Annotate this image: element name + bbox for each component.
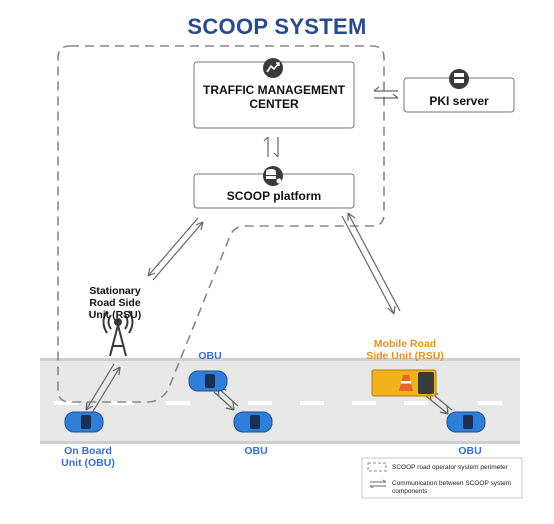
platform-label: SCOOP platform bbox=[226, 189, 322, 203]
system-perimeter bbox=[57, 45, 385, 403]
car-icon bbox=[188, 370, 228, 392]
on-board-unit-label: On Board Unit (OBU) bbox=[61, 445, 115, 470]
legend bbox=[361, 457, 523, 499]
pki-label: PKI server bbox=[429, 94, 489, 108]
database-icon bbox=[263, 166, 283, 186]
truck-icon bbox=[371, 369, 437, 397]
stationary-rsu-label: Stationary Road Side Unit (RSU) bbox=[88, 285, 142, 322]
car-icon bbox=[446, 411, 486, 433]
perimeter-swatch bbox=[367, 462, 387, 472]
communication-swatch bbox=[369, 479, 387, 489]
obu-label: OBU bbox=[458, 445, 482, 457]
antenna-tower-icon bbox=[102, 310, 134, 357]
road bbox=[40, 358, 520, 444]
diagram-title: SCOOP SYSTEM bbox=[187, 14, 367, 39]
car-icon bbox=[64, 411, 104, 433]
communication-arrows bbox=[85, 86, 453, 415]
car-icon bbox=[233, 411, 273, 433]
obu-label: OBU bbox=[198, 350, 222, 362]
traffic-management-icon bbox=[263, 58, 283, 78]
obu-label: OBU bbox=[244, 445, 268, 457]
tmc-label: TRAFFIC MANAGEMENT CENTER bbox=[203, 83, 345, 111]
legend-perimeter-label: SCOOP road operator system perimeter bbox=[392, 464, 508, 471]
server-icon bbox=[449, 69, 469, 89]
mobile-rsu-label: Mobile Road Side Unit (RSU) bbox=[366, 338, 444, 363]
legend-communication-label: Communication between SCOOP system compo… bbox=[392, 480, 512, 495]
lane-markings bbox=[54, 401, 502, 405]
traffic-cone-icon bbox=[399, 375, 413, 391]
